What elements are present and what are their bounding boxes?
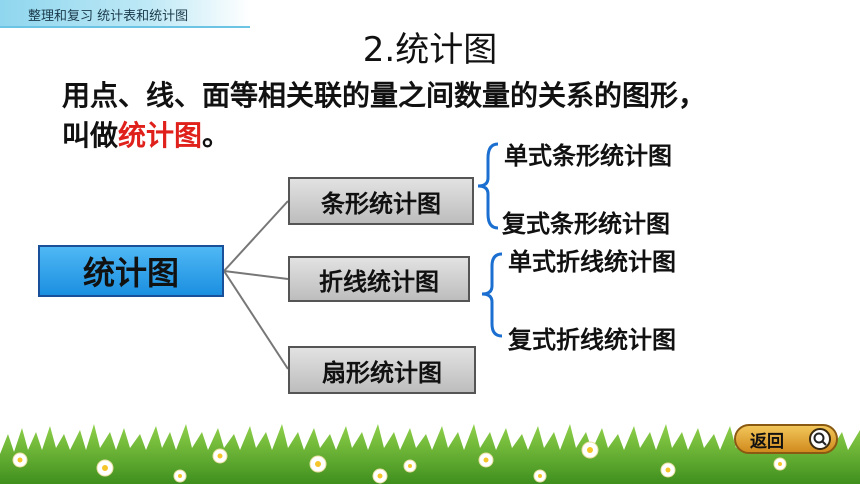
back-button-label: 返回 (750, 431, 784, 452)
connector-root-bar (223, 200, 289, 272)
box-line-chart: 折线统计图 (288, 256, 470, 302)
root-box-statistics-chart: 统计图 (38, 245, 224, 297)
leaf-compound-bar-chart: 复式条形统计图 (502, 209, 670, 238)
leaf-compound-line-chart: 复式折线统计图 (508, 325, 676, 354)
definition-line-2: 叫做统计图。 (62, 116, 852, 156)
header-bar: 整理和复习 统计表和统计图 (0, 0, 250, 28)
definition-text: 用点、线、面等相关联的量之间数量的关系的图形， 叫做统计图。 (62, 76, 852, 156)
header-text: 整理和复习 统计表和统计图 (28, 9, 189, 24)
definition-suffix: 。 (202, 119, 231, 152)
brace-bar (477, 142, 499, 230)
box-bar-chart: 条形统计图 (288, 177, 474, 225)
connector-root-pie (223, 270, 289, 370)
definition-line-1: 用点、线、面等相关联的量之间数量的关系的图形， (62, 79, 707, 112)
search-icon (809, 428, 831, 450)
leaf-simple-bar-chart: 单式条形统计图 (504, 141, 672, 170)
connector-root-line (223, 270, 289, 280)
page-title: 2.统计图 (362, 30, 498, 70)
grass-decoration (0, 420, 860, 484)
brace-line (481, 252, 503, 338)
box-pie-chart: 扇形统计图 (288, 346, 476, 394)
leaf-simple-line-chart: 单式折线统计图 (508, 247, 676, 276)
back-button[interactable]: 返回 (734, 424, 838, 454)
definition-prefix: 叫做 (62, 119, 119, 152)
definition-highlight: 统计图 (118, 119, 203, 152)
